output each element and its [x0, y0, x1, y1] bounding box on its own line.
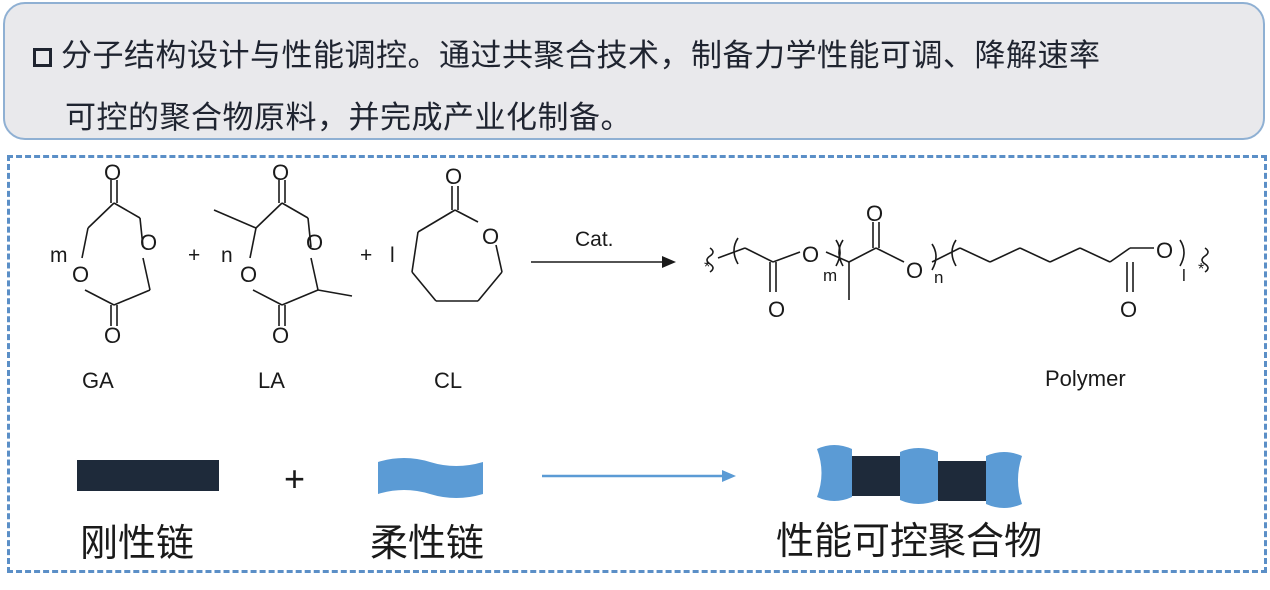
ga-repeat-label: m: [50, 244, 68, 267]
poly-end-left: *: [704, 259, 710, 276]
square-bullet-icon: [33, 48, 52, 67]
rigid-chain-label: 刚性链: [80, 521, 194, 565]
ga-name: GA: [82, 368, 114, 393]
cl-repeat-label: l: [390, 244, 395, 267]
header-box: 分子结构设计与性能调控。通过共聚合技术，制备力学性能可调、降解速率 可控的聚合物…: [3, 2, 1265, 140]
ga-o-left: O: [72, 262, 89, 287]
header-text-1: 分子结构设计与性能调控。通过共聚合技术，制备力学性能可调、降解速率: [61, 38, 1101, 74]
poly-l-label: l: [1182, 266, 1186, 285]
la-repeat-label: n: [221, 244, 233, 267]
poly-o-5: O: [1156, 238, 1173, 263]
ga-o-right: O: [140, 230, 157, 255]
ga-o-bottom: O: [104, 323, 121, 348]
poly-o-2: O: [768, 297, 785, 322]
la-o-bottom: O: [272, 323, 289, 348]
polymer-structure: [706, 222, 1209, 300]
cl-name: CL: [434, 368, 462, 393]
poly-m-label: m: [823, 266, 837, 285]
rigid-chain-block: [77, 460, 219, 491]
la-o-left: O: [240, 262, 257, 287]
reaction-arrowhead: [662, 256, 676, 268]
poly-n-label: n: [934, 268, 943, 287]
plus-sign-2: +: [360, 244, 372, 267]
poly-o-3: O: [866, 201, 883, 226]
la-o-right: O: [306, 230, 323, 255]
cl-o-ring: O: [482, 224, 499, 249]
polymer-name: Polymer: [1045, 366, 1126, 391]
cl-structure: [411, 186, 503, 302]
la-structure: [213, 180, 353, 326]
diagram-panel: [7, 155, 1267, 573]
plus-sign-1: +: [188, 244, 200, 267]
la-name: LA: [258, 368, 285, 393]
flexible-chain-label: 柔性链: [370, 521, 484, 565]
poly-o-4: O: [906, 258, 923, 283]
schematic-plus: +: [284, 458, 305, 499]
ga-structure: [81, 180, 151, 326]
schematic-arrowhead: [722, 470, 736, 482]
controllable-polymer-graphic: [817, 445, 1022, 508]
controllable-polymer-label: 性能可控聚合物: [776, 519, 1042, 563]
la-o-top: O: [272, 160, 289, 185]
header-line-1: 分子结构设计与性能调控。通过共聚合技术，制备力学性能可调、降解速率: [33, 30, 1101, 75]
ga-o-top: O: [104, 160, 121, 185]
poly-o-6: O: [1120, 297, 1137, 322]
catalyst-label: Cat.: [575, 228, 614, 251]
poly-end-right: *: [1198, 261, 1204, 278]
header-line-2: 可控的聚合物原料，并完成产业化制备。: [65, 100, 632, 136]
flexible-chain-block: [378, 458, 483, 498]
cl-o-top: O: [445, 164, 462, 189]
poly-o-1: O: [802, 242, 819, 267]
